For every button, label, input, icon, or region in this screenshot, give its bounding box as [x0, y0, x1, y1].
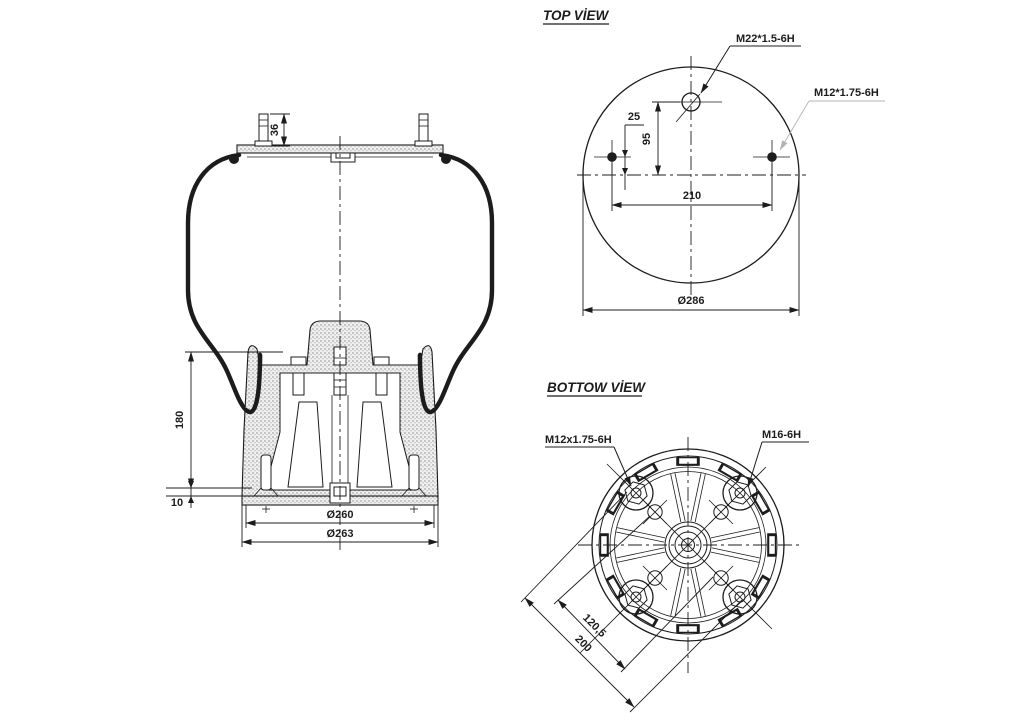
- dim-port-distance: 95: [641, 133, 653, 145]
- top-view: TOP VİEW M22*1.5-6H M12*1.75-6H: [543, 8, 885, 316]
- dim-outer-pitch: 200: [572, 633, 593, 654]
- stud-right: [414, 113, 433, 147]
- dim-stud-spacing: 210: [683, 190, 701, 202]
- bottom-view: BOTTOW VİEW M12x1.75-6H M16-6H: [520, 380, 809, 713]
- diagonal-axis-2: [579, 466, 767, 654]
- side-dimensions: 36 180 10 Ø260 Ø263: [166, 113, 439, 547]
- dim-base-thickness: 10: [171, 497, 183, 509]
- top-dimensions: 25 95 210 Ø286: [582, 101, 800, 316]
- bead-right: [441, 154, 451, 164]
- dim-base-plate-diameter: Ø263: [327, 528, 354, 540]
- m22-port: [662, 92, 722, 123]
- label-m16-thread: M16-6H: [762, 429, 801, 441]
- bottom-view-title: BOTTOW VİEW: [547, 380, 646, 395]
- label-m12-thread: M12*1.75-6H: [814, 87, 879, 99]
- dim-piston-diameter: Ø260: [327, 509, 354, 521]
- label-bottom-m12-thread: M12x1.75-6H: [545, 434, 612, 446]
- side-view: 36 180 10 Ø260 Ø263: [166, 113, 495, 554]
- bottom-stud-right: [401, 454, 427, 513]
- m12-stud-right: [753, 140, 790, 174]
- casting-ribs-and-bolts: [599, 456, 777, 634]
- bellows-lobe-right: [417, 352, 437, 415]
- dim-stud-height: 36: [269, 124, 281, 136]
- label-m22-thread: M22*1.5-6H: [736, 33, 795, 45]
- stud-left: [254, 113, 273, 147]
- dim-plate-diameter: Ø286: [678, 295, 705, 307]
- diagonal-axis-1: [606, 463, 773, 630]
- bead-left: [229, 154, 239, 164]
- dim-total-height: 180: [174, 411, 186, 429]
- bottom-stud-left: [253, 454, 279, 513]
- top-view-title: TOP VİEW: [543, 8, 610, 23]
- bellows-lobe-left: [243, 352, 263, 415]
- dim-stud-offset: 25: [628, 111, 640, 123]
